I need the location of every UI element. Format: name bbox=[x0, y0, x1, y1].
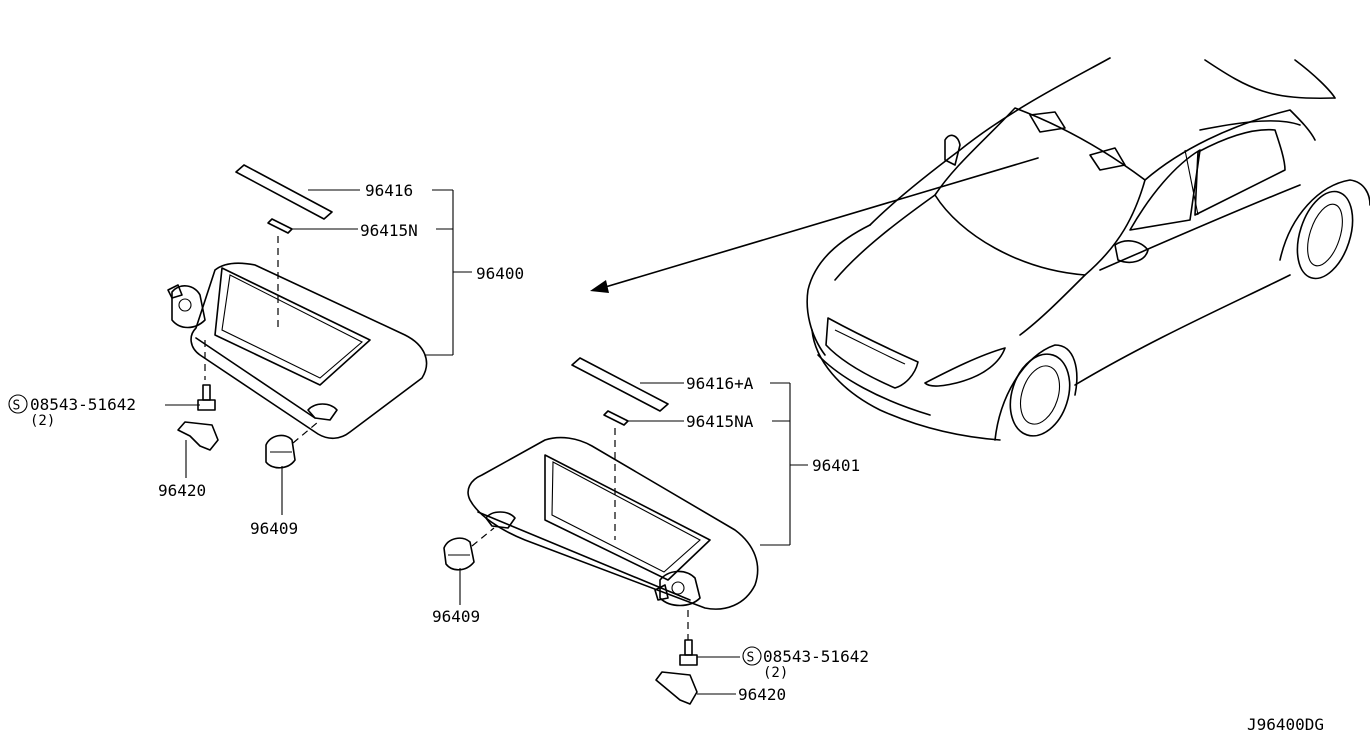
right-sun-visor bbox=[443, 357, 759, 705]
label-96401: 96401 bbox=[812, 456, 860, 475]
label-96420-right: 96420 bbox=[738, 685, 786, 704]
left-leaders bbox=[165, 189, 472, 515]
label-screw-right-qty: (2) bbox=[763, 665, 788, 681]
right-leaders bbox=[459, 382, 808, 695]
label-96409-right: 96409 bbox=[432, 607, 480, 626]
s-symbol-right-letter: S bbox=[747, 651, 755, 666]
label-96415NA: 96415NA bbox=[686, 412, 754, 431]
label-96420-left: 96420 bbox=[158, 481, 206, 500]
label-screw-left-qty: (2) bbox=[30, 413, 55, 429]
s-symbol-right bbox=[742, 646, 762, 666]
part-labels: 96416 96415N 96400 S 08543-51642 (2) 964… bbox=[8, 181, 1324, 734]
label-96416: 96416 bbox=[365, 181, 413, 200]
s-symbol-left-letter: S bbox=[13, 399, 21, 414]
car-illustration bbox=[806, 57, 1370, 441]
label-96400: 96400 bbox=[476, 264, 524, 283]
label-96409-left: 96409 bbox=[250, 519, 298, 538]
left-sun-visor bbox=[167, 164, 428, 469]
label-screw-right: 08543-51642 bbox=[763, 647, 869, 666]
label-screw-left: 08543-51642 bbox=[30, 395, 136, 414]
s-symbol-left bbox=[8, 394, 28, 414]
pointer-arrow bbox=[590, 157, 1039, 293]
label-96416A: 96416+A bbox=[686, 374, 754, 393]
label-96415N: 96415N bbox=[360, 221, 418, 240]
diagram-code: J96400DG bbox=[1247, 715, 1324, 734]
